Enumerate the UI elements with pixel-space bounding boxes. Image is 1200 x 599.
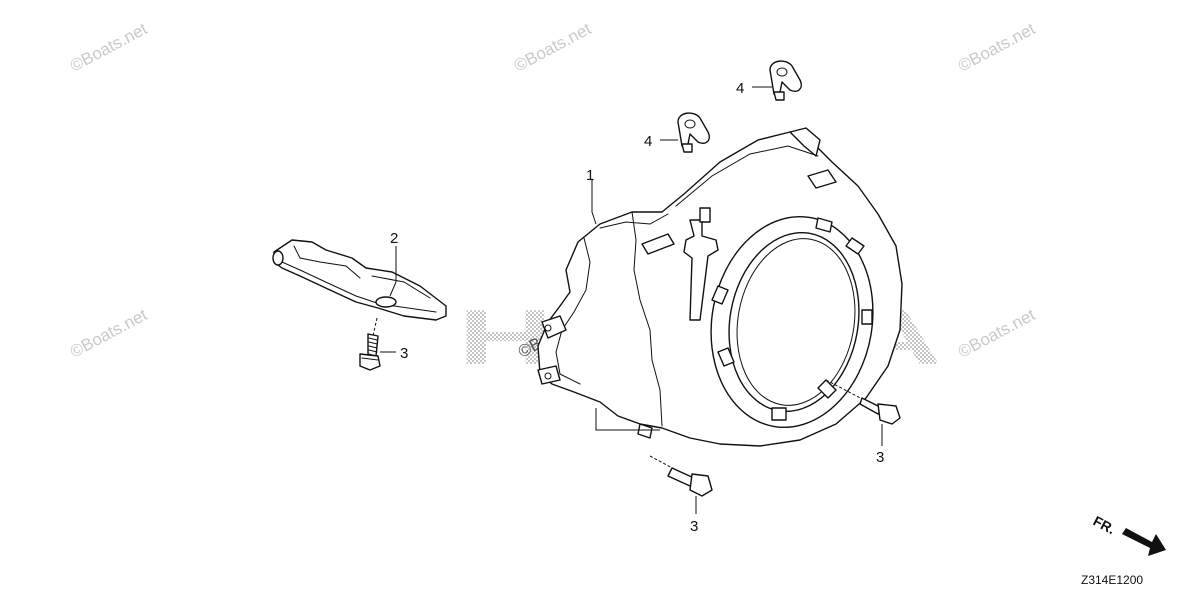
watermark-text: ©Boats.net <box>511 19 595 76</box>
leader-lines <box>380 86 883 514</box>
callout-1: 1 <box>586 167 594 184</box>
front-arrow-icon <box>1122 528 1166 556</box>
callout-4-lower: 4 <box>644 133 652 150</box>
callouts: 1 2 3 3 3 4 4 <box>390 80 884 535</box>
diagram-code: Z314E1200 <box>1081 573 1143 587</box>
clip-fastener-upper <box>769 60 802 101</box>
watermark-text: ©Boats.net <box>67 305 151 362</box>
bolt-part <box>359 317 381 371</box>
callout-3-left: 3 <box>400 345 408 362</box>
front-direction-indicator: FR. <box>1091 513 1166 556</box>
callout-3-right: 3 <box>876 449 884 466</box>
watermark-text: ©Boats.net <box>67 19 151 76</box>
bolt-part <box>649 455 713 497</box>
clip-fastener-lower <box>677 112 710 153</box>
watermark-text: ©Boats.net <box>955 305 1039 362</box>
callout-2: 2 <box>390 230 398 247</box>
watermark-text: ©Boats.net <box>955 19 1039 76</box>
under-cover-part <box>272 239 447 321</box>
bolt-part <box>825 379 901 425</box>
fan-cover-part <box>537 127 903 447</box>
fr-label: FR. <box>1091 513 1118 538</box>
callout-3-bottom: 3 <box>690 518 698 535</box>
callout-4-upper: 4 <box>736 80 744 97</box>
